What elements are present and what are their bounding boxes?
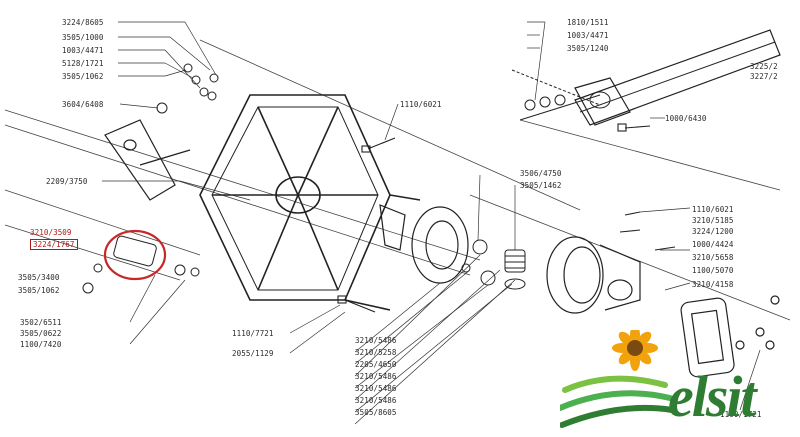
part-label: 3506/4750 [520,169,562,178]
part-label: 1003/4471 [62,46,104,55]
part-label: 3210/5486 [355,372,397,381]
upper-right-rail [511,29,781,126]
washers [156,63,566,286]
part-label: 1110/7721 [232,329,274,338]
gasket-plate [379,204,469,284]
part-label: 3225/2 [750,62,778,71]
part-label: 3224/1200 [692,227,734,236]
part-label: 1000/4424 [692,240,734,249]
part-label-highlighted: 3224/1767 [30,239,78,250]
part-label: 3210/5258 [355,348,397,357]
part-label: 3505/1462 [520,181,562,190]
part-label: 3227/2 [750,72,778,81]
part-label: 1110/6021 [692,205,734,214]
part-label: 2209/3750 [46,177,88,186]
part-label: 3505/8605 [355,408,397,417]
right-gearbox [680,295,780,378]
spring-bearing [504,249,526,290]
bolts [337,123,676,313]
part-label: 3505/1062 [62,72,104,81]
part-label: 1100/7420 [20,340,62,349]
elsit-logo [560,330,675,428]
circled-part [82,229,200,294]
hex-housing [199,94,421,311]
part-label: 1810/1511 [567,18,609,27]
leader-lines [102,21,761,425]
left-bracket [104,119,191,201]
part-label: 3505/1062 [18,286,60,295]
part-label: 3604/6408 [62,100,104,109]
part-label: 2055/1129 [232,349,274,358]
part-label: 1000/6430 [665,114,707,123]
part-label: 3210/5185 [692,216,734,225]
part-label: 3505/3400 [18,273,60,282]
part-label: 3505/1000 [62,33,104,42]
part-label: 3224/8605 [62,18,104,27]
part-label: 1100/1721 [720,410,762,419]
logo-wordmark: elsit [668,364,757,429]
part-label-highlighted: 3210/3509 [30,228,72,237]
part-label: 3210/5486 [355,384,397,393]
part-label: 2205/4650 [355,360,397,369]
green-swoosh-icon [560,375,675,428]
part-label: 3505/0622 [20,329,62,338]
part-label: 3210/4158 [692,280,734,289]
part-label: 1110/6021 [400,100,442,109]
cover-flange [546,236,641,314]
part-label: 3210/5486 [355,396,397,405]
part-label: 3502/6511 [20,318,62,327]
part-label: 3210/5486 [355,336,397,345]
part-label: 1100/5070 [692,266,734,275]
part-label: 3505/1240 [567,44,609,53]
part-label: 5128/1721 [62,59,104,68]
part-label: 3210/5658 [692,253,734,262]
sunflower-icon [612,330,658,371]
part-label: 1003/4471 [567,31,609,40]
